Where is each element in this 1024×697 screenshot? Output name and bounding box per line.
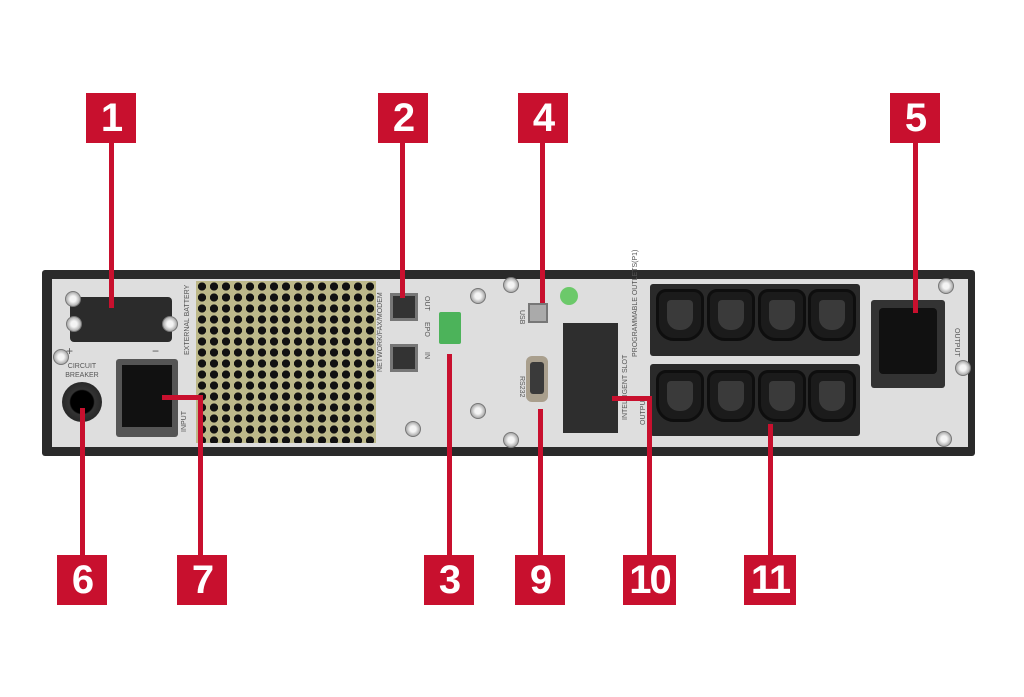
epo-connector[interactable] bbox=[439, 312, 461, 344]
battery-plus-label: + bbox=[66, 344, 74, 358]
circuit-breaker-label: CIRCUIT BREAKER bbox=[65, 363, 99, 379]
callout-11: 11 bbox=[744, 555, 796, 605]
callout-4-line bbox=[540, 143, 545, 303]
green-sticker bbox=[560, 287, 578, 305]
intelligent-slot-cover bbox=[563, 323, 618, 433]
screw bbox=[503, 277, 519, 293]
input-label: INPUT bbox=[181, 411, 188, 432]
rs232-port[interactable] bbox=[526, 356, 548, 402]
rs232-label: RS232 bbox=[518, 376, 525, 398]
screw bbox=[938, 278, 954, 294]
callout-6-line bbox=[80, 408, 85, 555]
callout-5-line bbox=[913, 143, 918, 313]
programmable-outlet bbox=[758, 289, 806, 341]
screw bbox=[470, 403, 486, 419]
callout-3: 3 bbox=[424, 555, 474, 605]
ground-screw bbox=[405, 421, 421, 437]
battery-minus-label: − bbox=[152, 344, 160, 358]
callout-3-line bbox=[447, 354, 452, 555]
programmable-outlets-label: PROGRAMMABLE OUTLETS(P1) bbox=[632, 249, 639, 357]
callout-10-line bbox=[647, 396, 652, 555]
in-label: IN bbox=[423, 352, 430, 359]
programmable-outlet bbox=[808, 289, 856, 341]
intelligent-slot-label: INTELLIGENT SLOT bbox=[622, 354, 629, 420]
usb-port[interactable] bbox=[528, 303, 548, 323]
out-label: OUT bbox=[423, 296, 430, 311]
callout-10-line bbox=[612, 396, 652, 401]
output-outlet bbox=[808, 370, 856, 422]
screw bbox=[470, 288, 486, 304]
network-label: NETWORK/FAX/MODEM bbox=[377, 292, 384, 372]
network-in-port[interactable] bbox=[390, 344, 418, 372]
callout-7-line bbox=[162, 395, 203, 400]
callout-2: 2 bbox=[378, 93, 428, 143]
battery-connector-cover bbox=[70, 297, 172, 342]
callout-6: 6 bbox=[57, 555, 107, 605]
programmable-outlet bbox=[707, 289, 755, 341]
callout-9: 9 bbox=[515, 555, 565, 605]
screw bbox=[53, 349, 69, 365]
output-outlet bbox=[758, 370, 806, 422]
callout-9-line bbox=[538, 409, 543, 555]
callout-1-line bbox=[109, 143, 114, 308]
callout-7-line bbox=[198, 395, 203, 555]
main-output-socket bbox=[871, 300, 945, 388]
programmable-outlet bbox=[656, 289, 704, 341]
screw bbox=[162, 316, 178, 332]
output-outlet bbox=[656, 370, 704, 422]
screw bbox=[955, 360, 971, 376]
usb-label: USB bbox=[518, 310, 525, 325]
callout-7: 7 bbox=[177, 555, 227, 605]
screw bbox=[936, 431, 952, 447]
callout-5: 5 bbox=[890, 93, 940, 143]
output-main-label: OUTPUT bbox=[953, 328, 960, 357]
callout-11-line bbox=[768, 424, 773, 555]
fan-grille bbox=[196, 281, 376, 443]
screw bbox=[503, 432, 519, 448]
callout-1: 1 bbox=[86, 93, 136, 143]
output-outlet bbox=[707, 370, 755, 422]
callout-2-line bbox=[400, 143, 405, 298]
callout-4: 4 bbox=[518, 93, 568, 143]
callout-10: 10 bbox=[623, 555, 676, 605]
screw bbox=[66, 316, 82, 332]
screw bbox=[65, 291, 81, 307]
external-battery-label: EXTERNAL BATTERY bbox=[184, 284, 191, 355]
epo-label: EPO bbox=[423, 322, 430, 337]
